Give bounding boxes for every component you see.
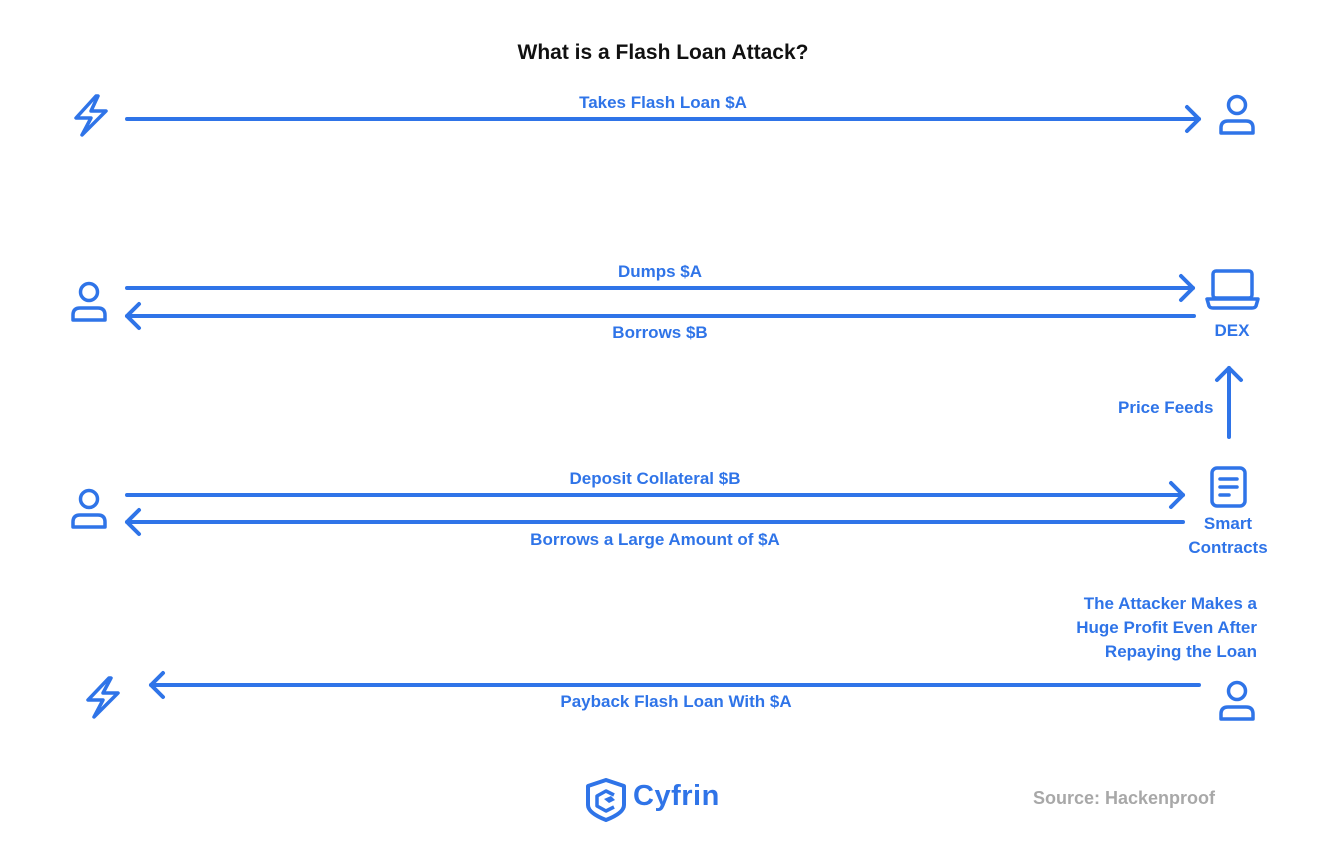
cyfrin-logo-icon [586,778,626,822]
node-smart-contracts-label-line1: Smart [1203,514,1253,533]
laptop-icon [1205,269,1260,310]
arrow-deposit-collateral [125,481,1185,509]
label-dumps: Dumps $A [617,262,703,281]
user-icon [71,488,107,529]
label-payback: Payback Flash Loan With $A [560,692,792,711]
label-borrows-large: Borrows a Large Amount of $A [530,530,780,549]
arrow-price-feeds [1215,366,1243,439]
label-price-feeds: Price Feeds [1118,398,1214,417]
user-icon [1219,680,1255,721]
arrow-borrows-b [125,302,1196,330]
user-icon [71,281,107,322]
node-smart-contracts-label-line2: Contracts [1188,538,1268,557]
label-takes-flash-loan: Takes Flash Loan $A [579,93,747,112]
arrow-dumps [125,274,1195,302]
diagram-title: What is a Flash Loan Attack? [517,41,809,64]
label-deposit-collateral: Deposit Collateral $B [569,469,741,488]
arrow-borrows-large [125,508,1185,536]
profit-note-line3: Repaying the Loan [1104,642,1257,661]
node-dex-label: DEX [1214,321,1250,340]
label-borrows-b: Borrows $B [612,323,708,342]
arrow-takes-flash-loan [125,105,1201,133]
arrow-payback [149,671,1201,699]
lightning-icon [86,676,120,719]
document-icon [1210,466,1247,508]
source-credit: Source: Hackenproof [1033,788,1216,808]
user-icon [1219,94,1255,135]
lightning-icon [74,94,108,137]
brand-name: Cyfrin [633,780,720,812]
profit-note-line2: Huge Profit Even After [1076,618,1257,637]
profit-note-line1: The Attacker Makes a [1083,594,1257,613]
